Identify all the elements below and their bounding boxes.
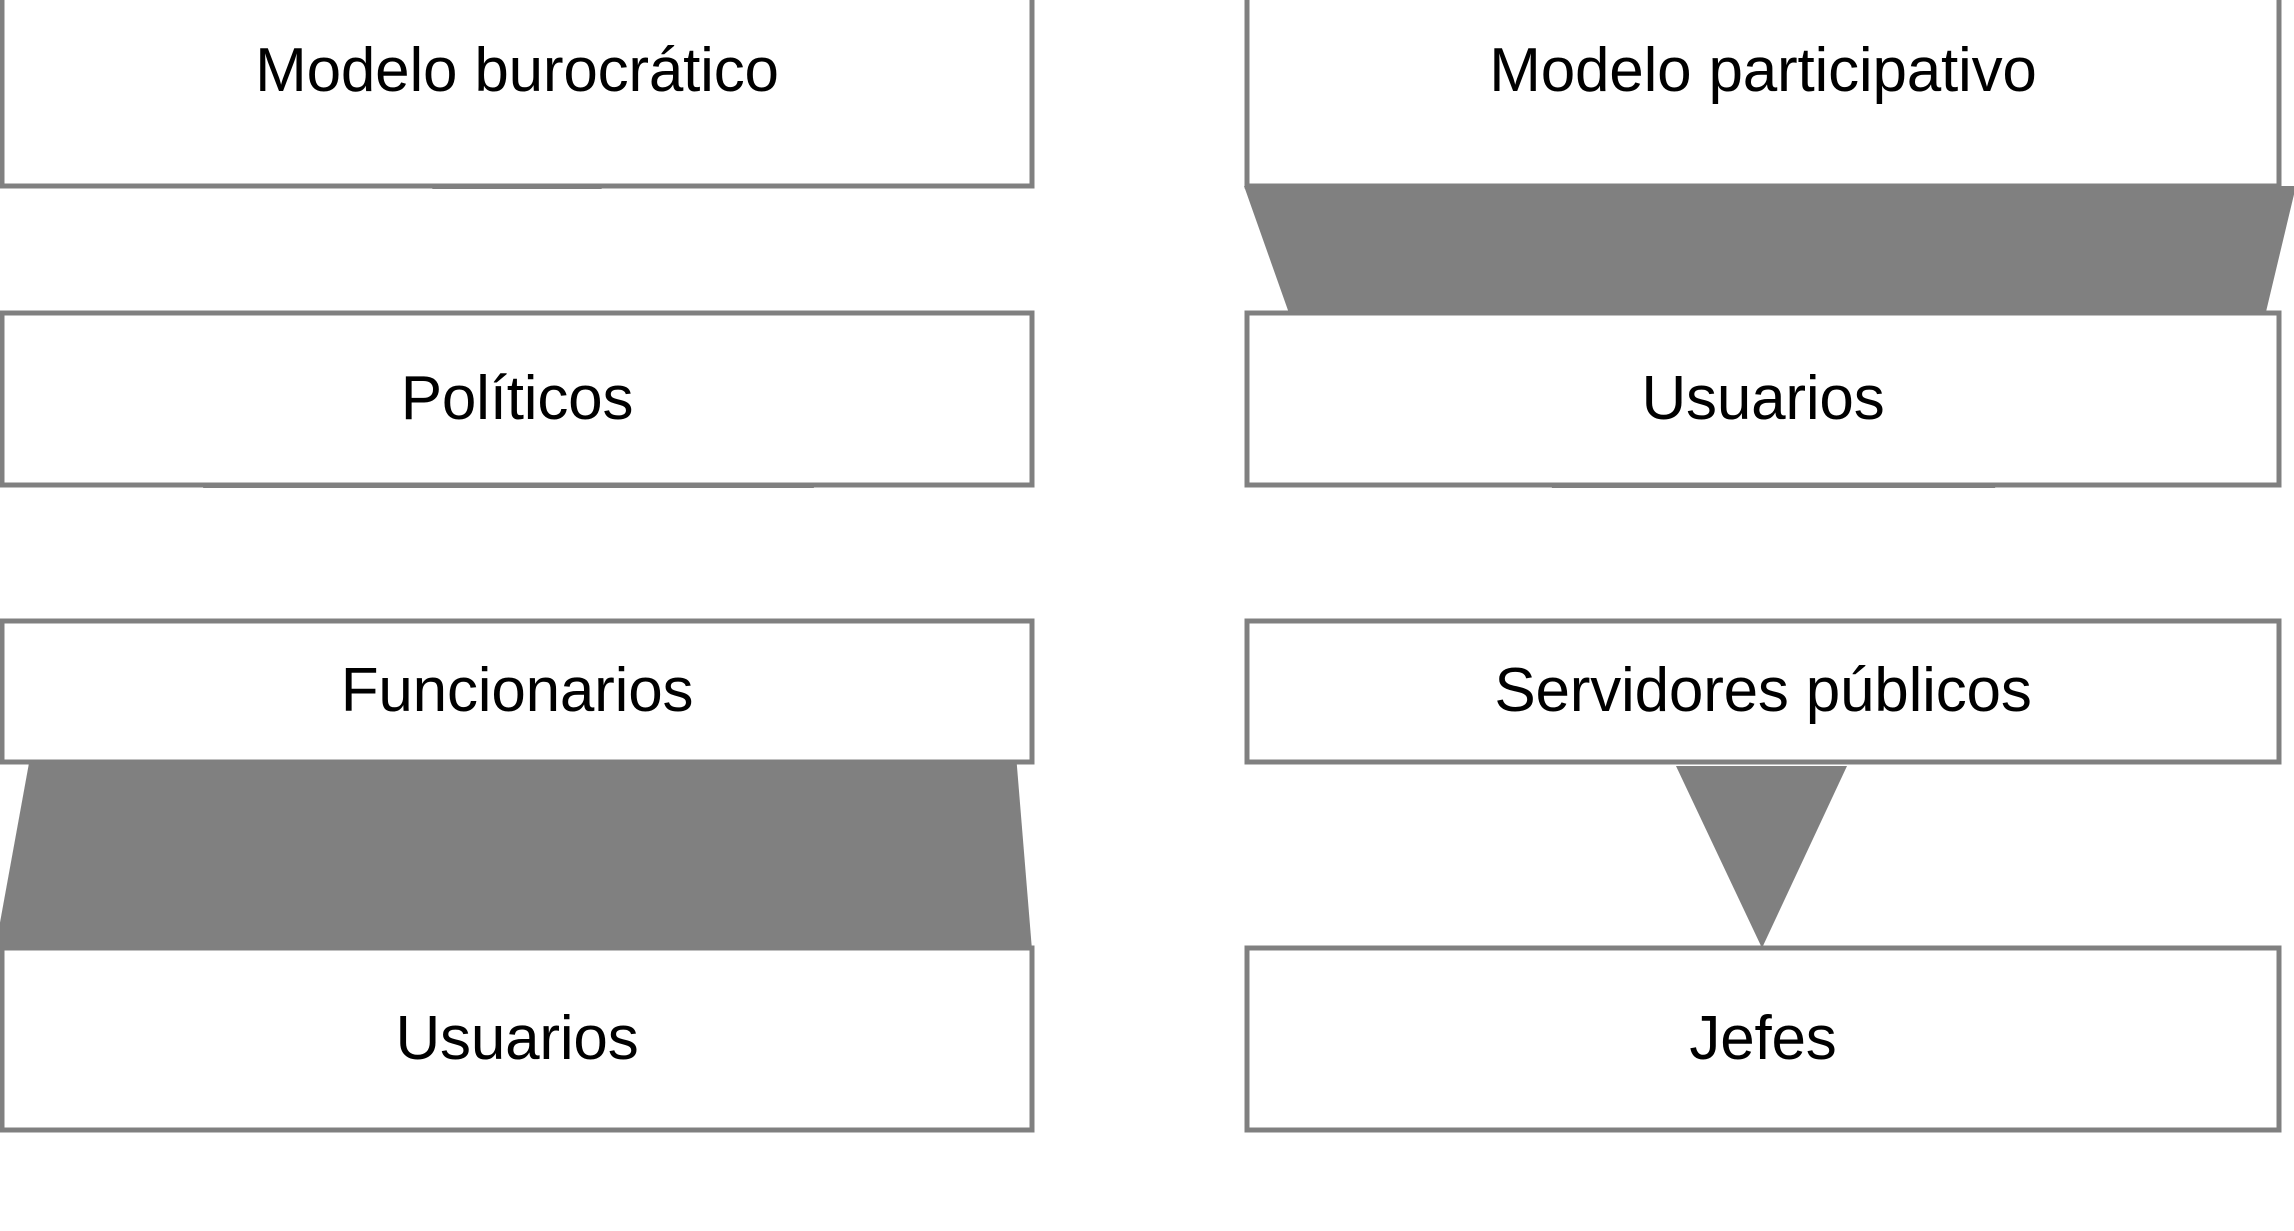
right-box-3[interactable] <box>1244 618 2282 765</box>
right-connector-3-triangle <box>1676 766 1847 948</box>
left-level-1-label: Modelo burocrático <box>255 35 779 105</box>
left-level-3-label: Funcionarios <box>340 656 694 726</box>
right-level-4-label: Jefes <box>1689 1003 1837 1073</box>
right-level-1-label: Modelo participativo <box>1489 35 2037 105</box>
left-box-2[interactable] <box>0 310 1035 488</box>
left-box-3[interactable] <box>0 618 1035 765</box>
right-connector-1-trapezoid <box>1244 186 2294 316</box>
right-box-4[interactable] <box>1244 945 2282 1133</box>
right-level-3-label: Servidores públicos <box>1494 656 2032 726</box>
left-level-2-label: Políticos <box>400 363 634 433</box>
right-box-1[interactable] <box>1244 0 2282 189</box>
left-box-1[interactable] <box>0 0 1035 189</box>
left-box-4[interactable] <box>0 945 1035 1133</box>
right-box-2[interactable] <box>1244 310 2282 488</box>
right-level-2-label: Usuarios <box>1641 363 1885 433</box>
left-level-4-label: Usuarios <box>395 1003 639 1073</box>
